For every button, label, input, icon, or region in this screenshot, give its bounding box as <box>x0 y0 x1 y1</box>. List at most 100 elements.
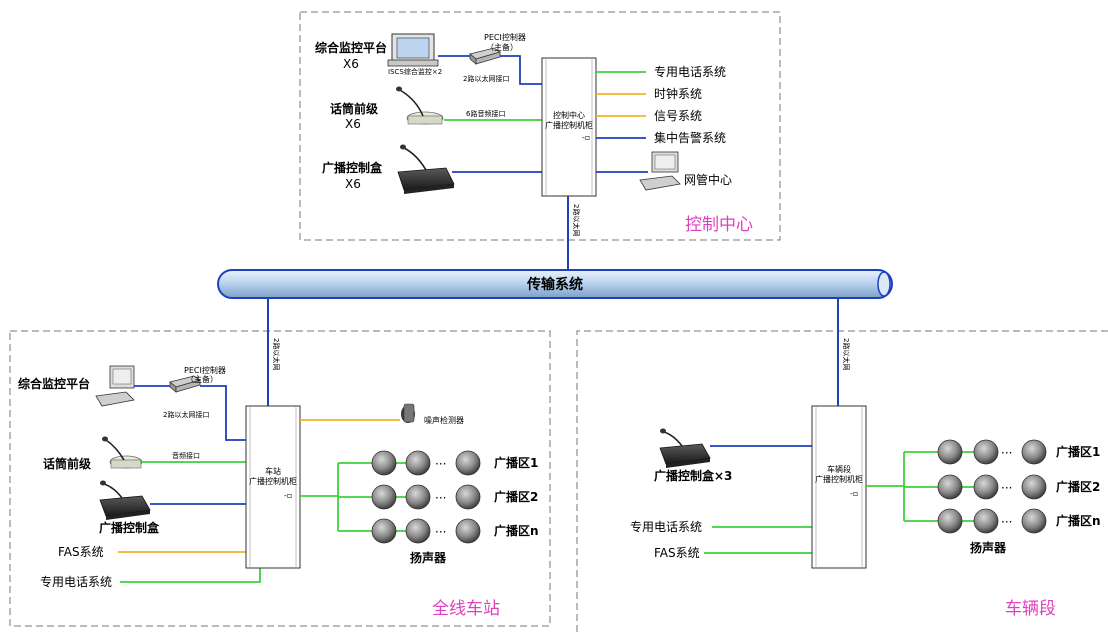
speaker-icon <box>1021 508 1047 534</box>
ellipsis: ··· <box>1001 515 1012 529</box>
station-phone-label: 专用电话系统 <box>40 574 112 589</box>
depot-zone-2: 广播区2 <box>1056 479 1100 494</box>
depot-speaker-row-3: ··· 广播区n <box>937 508 1101 534</box>
control-box-label: 广播控制盒 <box>322 160 383 175</box>
speaker-icon <box>937 474 963 500</box>
ellipsis: ··· <box>1001 446 1012 460</box>
control-out-signal: 信号系统 <box>654 109 702 123</box>
control-cabinet-line1: 控制中心 <box>553 110 585 120</box>
station-iscs-computer-icon <box>95 365 135 407</box>
station-mic-icon <box>102 436 143 469</box>
control-out-alarm: 集中告警系统 <box>654 130 726 145</box>
depot-cabinet-handle: -▫ <box>850 489 858 498</box>
control-mic-count: X6 <box>345 117 361 131</box>
control-box-icon <box>397 144 455 194</box>
depot-box-icon <box>659 428 711 468</box>
transport-bus: 传输系统 <box>217 269 893 299</box>
station-cabinet-line1: 车站 <box>265 466 281 476</box>
station-cabinet-handle: -▫ <box>284 491 292 500</box>
station-phone-line <box>120 568 261 583</box>
speaker-icon <box>405 450 431 476</box>
depot-cabinet-line1: 车辆段 <box>827 464 851 474</box>
station-audio-label: 音频接口 <box>172 451 200 460</box>
depot-zone-1: 广播区1 <box>1056 444 1100 459</box>
station-speaker-label: 扬声器 <box>410 550 447 565</box>
control-switch-sub: （主备） <box>486 42 518 52</box>
speaker-icon <box>973 508 999 534</box>
noise-detector-icon <box>401 403 415 423</box>
speaker-icon <box>455 518 481 544</box>
ellipsis: ··· <box>435 457 446 471</box>
control-switch-icon <box>469 47 501 65</box>
station-switch-to-cabinet <box>200 385 246 441</box>
ellipsis: ··· <box>435 491 446 505</box>
transport-label: 传输系统 <box>526 276 583 293</box>
control-network-center: 网管中心 <box>684 172 732 187</box>
depot-cabinet: 车辆段 广播控制机柜 -▫ <box>811 405 867 569</box>
control-out-clock: 时钟系统 <box>654 86 702 101</box>
control-ethernet-label: 2路以太网接口 <box>463 74 509 83</box>
station-switch-icon <box>169 375 201 393</box>
station-speaker-row-2: ··· 广播区2 <box>371 484 538 510</box>
station-monitor-label: 综合监控平台 <box>18 376 90 391</box>
control-iscs-icon <box>387 33 439 67</box>
speaker-icon <box>1021 439 1047 465</box>
depot-box-label: 广播控制盒×3 <box>654 468 732 483</box>
station-ethernet-label: 2路以太网接口 <box>163 410 209 419</box>
control-audio-label: 6路音频接口 <box>466 109 505 118</box>
depot-speaker-row-2: ··· 广播区2 <box>937 474 1100 500</box>
depot-phone-label: 专用电话系统 <box>630 519 702 534</box>
station-box-icon <box>99 480 151 520</box>
station-cabinet-line2: 广播控制机柜 <box>249 476 297 486</box>
speaker-icon <box>405 484 431 510</box>
station-switch-sub: （主备） <box>186 374 218 384</box>
station-noise-label: 噪声检测器 <box>424 415 464 425</box>
depot-zone <box>576 330 1108 632</box>
station-zone-n: 广播区n <box>494 523 539 538</box>
control-iscs-sub: ISCS综合监控×2 <box>388 67 442 76</box>
depot-fas-label: FAS系统 <box>654 546 700 560</box>
depot-cabinet-line2: 广播控制机柜 <box>815 474 863 484</box>
speaker-icon <box>405 518 431 544</box>
control-uplink-label: 2路以太网 <box>572 204 581 236</box>
control-switch-to-cabinet <box>500 55 542 85</box>
control-out-phone: 专用电话系统 <box>654 64 726 79</box>
control-cabinet: 控制中心 广播控制机柜 -▫ <box>541 57 597 197</box>
control-monitor-label: 综合监控平台 <box>315 40 387 55</box>
station-speaker-row-3: ··· 广播区n <box>371 518 539 544</box>
station-switch-label: PECI控制器 <box>184 365 226 375</box>
station-speaker-row-1: ··· 广播区1 <box>371 450 538 476</box>
control-zone-label: 控制中心 <box>685 215 753 235</box>
depot-speaker-label: 扬声器 <box>970 540 1007 555</box>
station-cabinet: 车站 广播控制机柜 -▫ <box>245 405 301 569</box>
control-cabinet-line2: 广播控制机柜 <box>545 120 593 130</box>
network-center-computer-icon <box>639 151 681 191</box>
ellipsis: ··· <box>435 525 446 539</box>
control-monitor-count: X6 <box>343 57 359 71</box>
station-mic-label: 话筒前级 <box>43 456 91 471</box>
depot-uplink-label: 2路以太网 <box>842 338 851 370</box>
control-center-zone <box>299 11 781 241</box>
station-zone-label: 全线车站 <box>432 599 500 619</box>
speaker-icon <box>937 508 963 534</box>
control-cabinet-handle: -▫ <box>582 133 590 142</box>
depot-zone-label: 车辆段 <box>1005 599 1056 619</box>
speaker-icon <box>455 484 481 510</box>
station-zone <box>9 330 551 627</box>
speaker-icon <box>973 474 999 500</box>
ellipsis: ··· <box>1001 481 1012 495</box>
depot-zone-n: 广播区n <box>1056 513 1101 528</box>
depot-speaker-row-1: ··· 广播区1 <box>937 439 1100 465</box>
speaker-icon <box>371 484 397 510</box>
station-fas-label: FAS系统 <box>58 545 104 559</box>
speaker-icon <box>973 439 999 465</box>
speaker-icon <box>371 450 397 476</box>
control-mic-label: 话筒前级 <box>330 101 378 116</box>
speaker-icon <box>1021 474 1047 500</box>
station-uplink-label: 2路以太网 <box>272 338 281 370</box>
station-zone-1: 广播区1 <box>494 455 538 470</box>
speaker-icon <box>937 439 963 465</box>
control-switch-label: PECI控制器 <box>484 32 526 42</box>
station-box-label: 广播控制盒 <box>99 520 160 535</box>
